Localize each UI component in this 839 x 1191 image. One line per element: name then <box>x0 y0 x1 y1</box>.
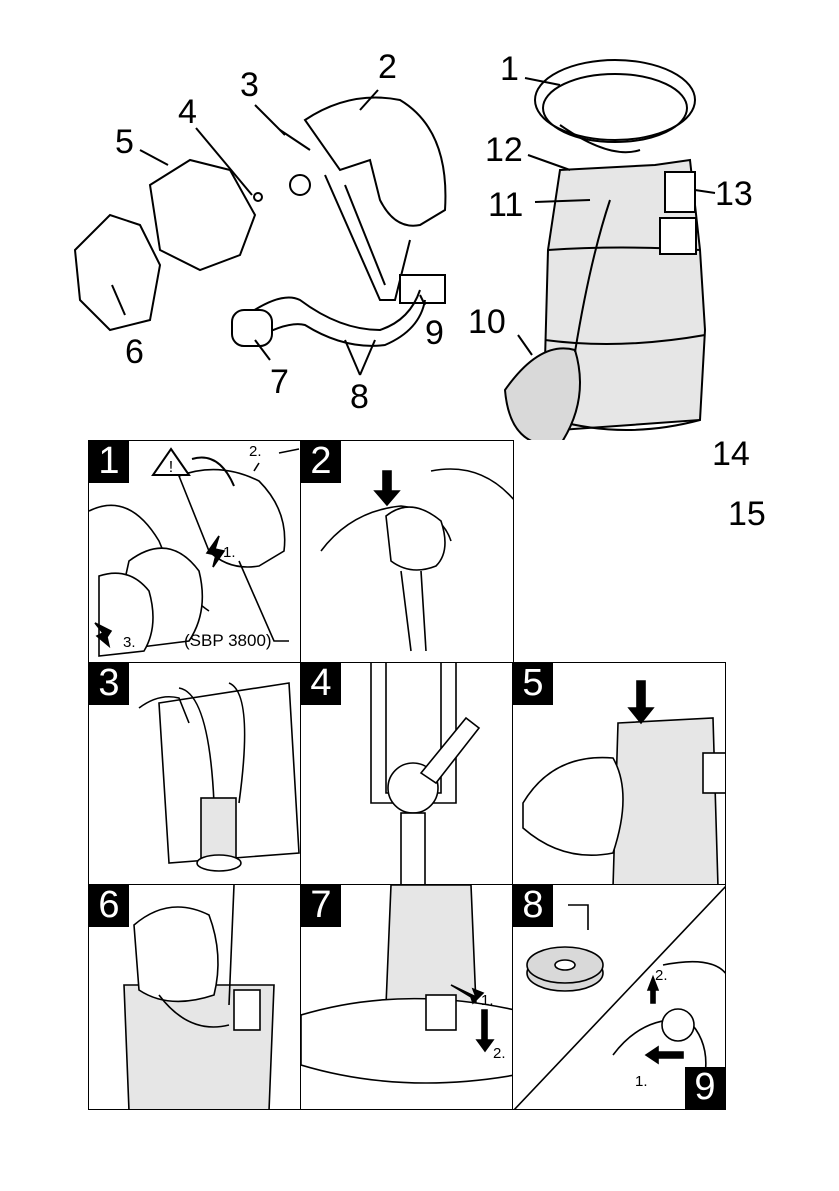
panel-step-2: 2 <box>300 440 514 664</box>
panel-step-1: 1 ! 1. 2. 3. (SBP 3800) <box>88 440 302 664</box>
panel-number-badge: 9 <box>685 1067 725 1109</box>
panel-step-3: 3 <box>88 662 302 886</box>
panel-number-badge: 6 <box>89 885 129 927</box>
part-number-14: 14 <box>712 435 750 473</box>
panel-1-drawing: ! <box>89 447 300 657</box>
part-number-4: 4 <box>178 93 197 131</box>
panel-number-badge: 1 <box>89 441 129 483</box>
part-number-10: 10 <box>468 303 506 341</box>
part-number-7: 7 <box>270 363 289 401</box>
step-label-1: 1. <box>223 544 236 561</box>
panel-6-drawing <box>123 885 275 1109</box>
part-number-6: 6 <box>125 333 144 371</box>
step-label-2: 2. <box>493 1045 506 1062</box>
panel-step-6: 6 <box>88 884 302 1110</box>
panel-5-drawing <box>522 680 725 885</box>
panel-2-drawing <box>320 468 513 652</box>
part-number-2: 2 <box>378 48 397 86</box>
part-number-11: 11 <box>488 186 524 224</box>
step-label-1: 1. <box>481 992 494 1009</box>
step-label-1: 1. <box>635 1073 648 1090</box>
panel-7-drawing <box>301 885 513 1084</box>
panel-number-badge: 7 <box>301 885 341 927</box>
panel-step-8-9: 8 2. 1. 9 <box>512 884 726 1110</box>
part-number-5: 5 <box>115 123 134 161</box>
panel-step-7: 7 1. 2. <box>300 884 514 1110</box>
panel-number-badge: 8 <box>513 885 553 927</box>
panel-number-badge: 2 <box>301 441 341 483</box>
part-number-12: 12 <box>485 131 523 169</box>
part-number-8: 8 <box>350 378 369 416</box>
panel-number-badge: 4 <box>301 663 341 705</box>
part-number-13: 13 <box>715 175 753 213</box>
overview-drawing <box>73 59 716 440</box>
panel-step-5: 5 <box>512 662 726 886</box>
svg-text:!: ! <box>169 459 173 476</box>
panel-number-badge: 3 <box>89 663 129 705</box>
part-number-15: 15 <box>728 495 766 533</box>
panel-4-drawing <box>370 663 481 885</box>
step-label-2: 2. <box>249 443 262 460</box>
panel-number-badge: 5 <box>513 663 553 705</box>
panel-step-4: 4 <box>300 662 514 886</box>
model-note: (SBP 3800) <box>184 631 272 650</box>
part-number-9: 9 <box>425 314 444 352</box>
step-label-3: 3. <box>123 634 136 651</box>
panel-8-9-drawing <box>513 885 725 1109</box>
warning-triangle-icon: ! <box>151 447 191 476</box>
part-number-3: 3 <box>240 66 259 104</box>
part-number-1: 1 <box>500 50 519 88</box>
step-label-2: 2. <box>655 967 668 984</box>
panel-3-drawing <box>138 682 300 872</box>
